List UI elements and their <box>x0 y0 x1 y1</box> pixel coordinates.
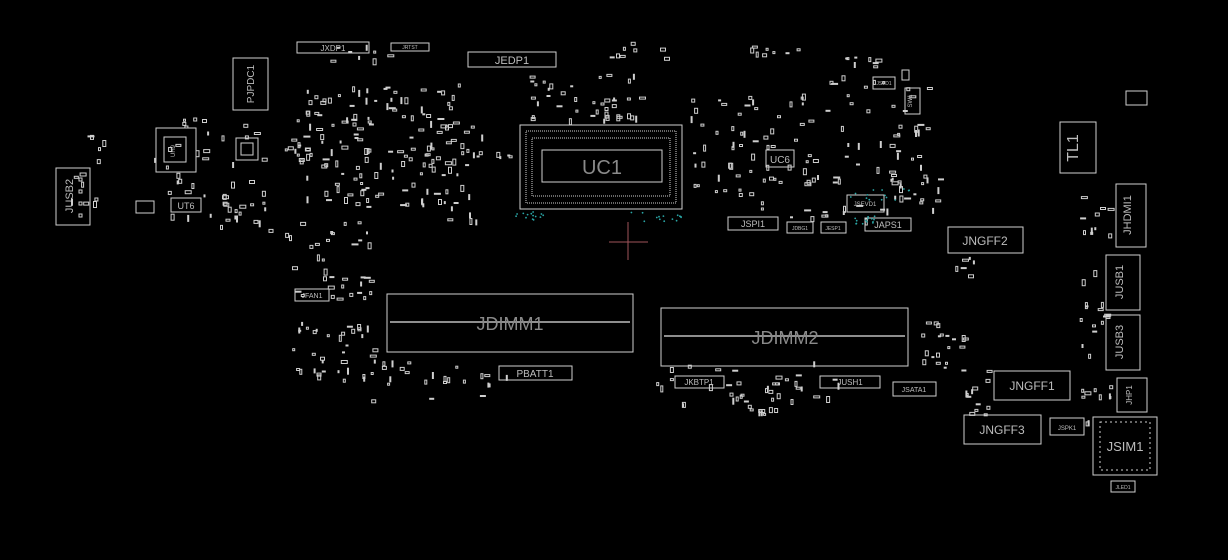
jspk1-label: JSPK1 <box>1058 426 1077 432</box>
slot-jdimm2[interactable]: JDIMM2 <box>660 307 909 367</box>
connector-japs1[interactable]: JAPS1 <box>864 217 912 232</box>
jspi1-label: JSPI1 <box>741 219 765 229</box>
connector-jngff2[interactable]: JNGFF2 <box>947 226 1024 254</box>
connector-jesp1[interactable]: JESP1 <box>820 221 847 234</box>
jkbtp1-label: JKBTP1 <box>684 378 714 387</box>
jusb3-label: JUSB3 <box>1114 325 1126 359</box>
jdimm1-label: JDIMM1 <box>477 314 544 334</box>
jsevd1-label: JSEVD1 <box>854 202 877 208</box>
connector-jspi1[interactable]: JSPI1 <box>727 216 779 231</box>
connector-jkbtp1[interactable]: JKBTP1 <box>674 375 725 389</box>
connector-jngff1[interactable]: JNGFF1 <box>993 370 1071 401</box>
jdimm2-label: JDIMM2 <box>752 328 819 348</box>
ut6-label: UT6 <box>177 201 194 211</box>
tl1-label: TL1 <box>1065 134 1082 162</box>
chip-ut6[interactable]: UT6 <box>170 197 202 213</box>
jedp1-label: JEDP1 <box>495 55 529 67</box>
connector-jfan1[interactable]: JFAN1 <box>294 288 330 302</box>
jusb1-label: JUSB1 <box>1114 265 1126 299</box>
connector-jrtst[interactable]: JRTST <box>390 42 430 52</box>
jusb2-label: JUSB2 <box>64 179 76 213</box>
switch-sw1[interactable]: SW1 <box>904 87 921 115</box>
jxdp1-label: JXDP1 <box>321 44 346 53</box>
japs1-label: JAPS1 <box>874 220 902 230</box>
jhp1-label: JHP1 <box>1125 385 1134 405</box>
jfan1-label: JFAN1 <box>301 293 322 300</box>
connector-pjpdc1[interactable]: PJPDC1 <box>232 57 269 111</box>
pbatt1-label: PBATT1 <box>516 369 553 380</box>
connector-jled1[interactable]: JLED1 <box>1110 480 1136 493</box>
connector-jhdmi1[interactable]: JHDMI1 <box>1115 183 1147 248</box>
connector-jush1[interactable]: JUSH1 <box>819 375 881 389</box>
vias <box>515 188 910 225</box>
jrtst-label: JRTST <box>402 45 417 51</box>
connector-pbatt1[interactable]: PBATT1 <box>498 365 573 381</box>
chip-uh9[interactable]: UH9 <box>155 127 197 173</box>
uc1-label: UC1 <box>582 157 622 179</box>
jngff3-label: JNGFF3 <box>979 423 1025 437</box>
jdbg1-label: JDBG1 <box>792 226 808 232</box>
connector-jxdp1[interactable]: JXDP1 <box>296 41 370 54</box>
component-tl1[interactable]: TL1 <box>1059 121 1097 174</box>
sw1-label: SW1 <box>908 94 914 108</box>
connector-jsevd1[interactable]: JSEVD1 <box>846 194 885 213</box>
connector-jhp1[interactable]: JHP1 <box>1116 377 1148 413</box>
jush1-label: JUSH1 <box>837 378 863 387</box>
uc6-label: UC6 <box>770 155 790 166</box>
connector-jstd1[interactable]: JSTD1 <box>872 76 896 90</box>
jesp1-label: JESP1 <box>825 226 841 232</box>
jngff2-label: JNGFF2 <box>962 234 1008 248</box>
connector-jusb2[interactable]: JUSB2 <box>55 167 91 226</box>
jhdmi1-label: JHDMI1 <box>1122 195 1134 235</box>
connector-jngff3[interactable]: JNGFF3 <box>963 414 1042 445</box>
jngff1-label: JNGFF1 <box>1009 379 1055 393</box>
jsata1-label: JSATA1 <box>902 387 927 394</box>
cpu-uc1[interactable]: UC1 <box>519 124 683 210</box>
pjpdc1-label: PJPDC1 <box>246 64 257 103</box>
slot-jdimm1[interactable]: JDIMM1 <box>386 293 634 353</box>
chip-uc6[interactable]: UC6 <box>765 149 795 168</box>
connector-jspk1[interactable]: JSPK1 <box>1049 417 1085 436</box>
connector-jusb1[interactable]: JUSB1 <box>1105 254 1141 311</box>
connector-jedp1[interactable]: JEDP1 <box>467 51 557 68</box>
crosshair-cursor-icon <box>609 222 648 260</box>
connector-jsim1[interactable]: JSIM1 <box>1092 416 1158 476</box>
small-components <box>71 41 1115 427</box>
jsim1-label: JSIM1 <box>1107 439 1144 454</box>
jled1-label: JLED1 <box>1115 485 1130 491</box>
connector-jdbg1[interactable]: JDBG1 <box>786 221 814 234</box>
uh9-label: UH9 <box>171 144 177 157</box>
connector-jusb3[interactable]: JUSB3 <box>1105 314 1141 371</box>
connector-jsata1[interactable]: JSATA1 <box>892 381 937 397</box>
